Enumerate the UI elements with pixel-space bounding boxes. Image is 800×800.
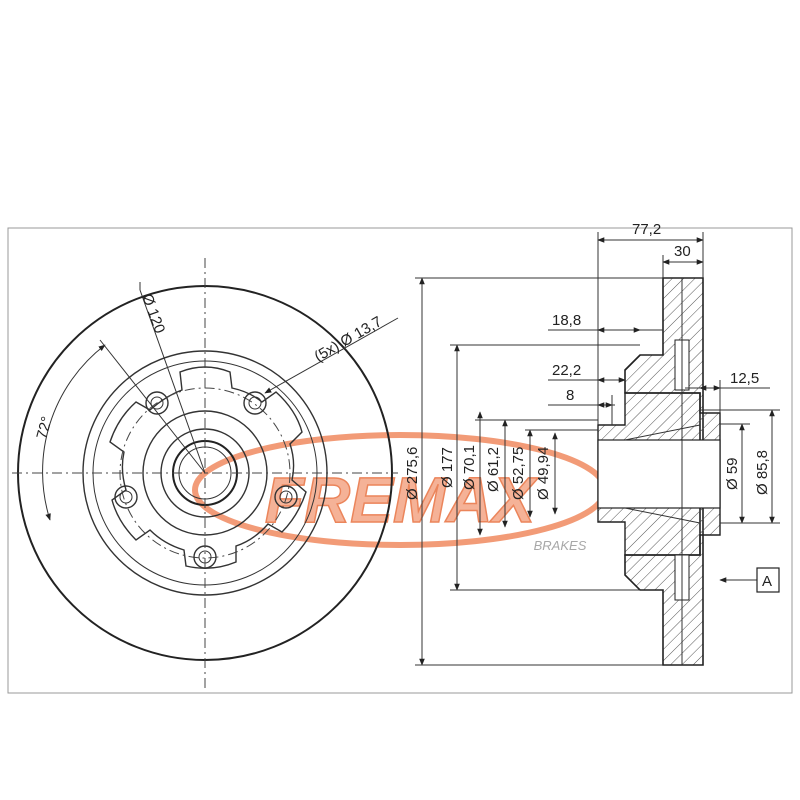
section-view: Ø 275,6 Ø 177 Ø 70,1 Ø 61,2 Ø 52,75 Ø 49…	[404, 221, 780, 666]
bolt-hole	[274, 485, 298, 509]
datum-box	[756, 567, 780, 593]
angle-ray-1	[99, 339, 206, 474]
logo-tagline: BRAKES	[534, 538, 587, 553]
bolt-hole	[114, 485, 138, 509]
bolt-hole-leader	[264, 317, 399, 394]
datum-label: A	[762, 573, 772, 590]
dim-label-70: Ø 70,1	[461, 445, 478, 490]
dim-label-30: 30	[674, 243, 691, 260]
bolt-hole-label: (5x) Ø 13,7	[312, 313, 385, 365]
bolt-hole	[279, 490, 293, 504]
bolt-hole	[243, 391, 267, 415]
hub-lobes	[109, 366, 307, 569]
bolt-hole	[248, 396, 262, 410]
bolt-hole	[119, 490, 133, 504]
dim-label-8: 8	[566, 387, 574, 404]
dim-label-18: 18,8	[552, 312, 581, 329]
bolt-circle-leader	[139, 289, 206, 474]
bolt-hole	[150, 396, 164, 410]
hub-bore-taper-bot	[624, 507, 701, 524]
hub-bore	[597, 439, 721, 509]
dim-label-275: Ø 275,6	[404, 447, 421, 500]
dim-label-52: Ø 52,75	[510, 447, 527, 500]
dim-label-49: Ø 49,94	[535, 447, 552, 500]
bolt-hole	[145, 391, 169, 415]
angle-arc	[42, 344, 106, 521]
angle-label: 72°	[33, 415, 55, 441]
drawing-frame	[7, 227, 793, 694]
dim-label-59: Ø 59	[724, 457, 741, 490]
dim-label-77: 77,2	[632, 221, 661, 238]
dim-label-177: Ø 177	[439, 447, 456, 488]
bolt-circle-label: Ø 120	[138, 292, 168, 336]
dim-label-85: Ø 85,8	[754, 450, 771, 495]
dim-label-61: Ø 61,2	[485, 447, 502, 492]
fremax-logo: FREMAX BRAKES	[192, 432, 608, 553]
hub-bore-taper-top	[624, 424, 701, 441]
dim-label-12: 12,5	[730, 370, 759, 387]
logo-brand: FREMAX	[265, 464, 539, 536]
front-view: Ø 120 (5x) Ø 13,7 72°	[12, 258, 399, 688]
dim-label-22: 22,2	[552, 362, 581, 379]
